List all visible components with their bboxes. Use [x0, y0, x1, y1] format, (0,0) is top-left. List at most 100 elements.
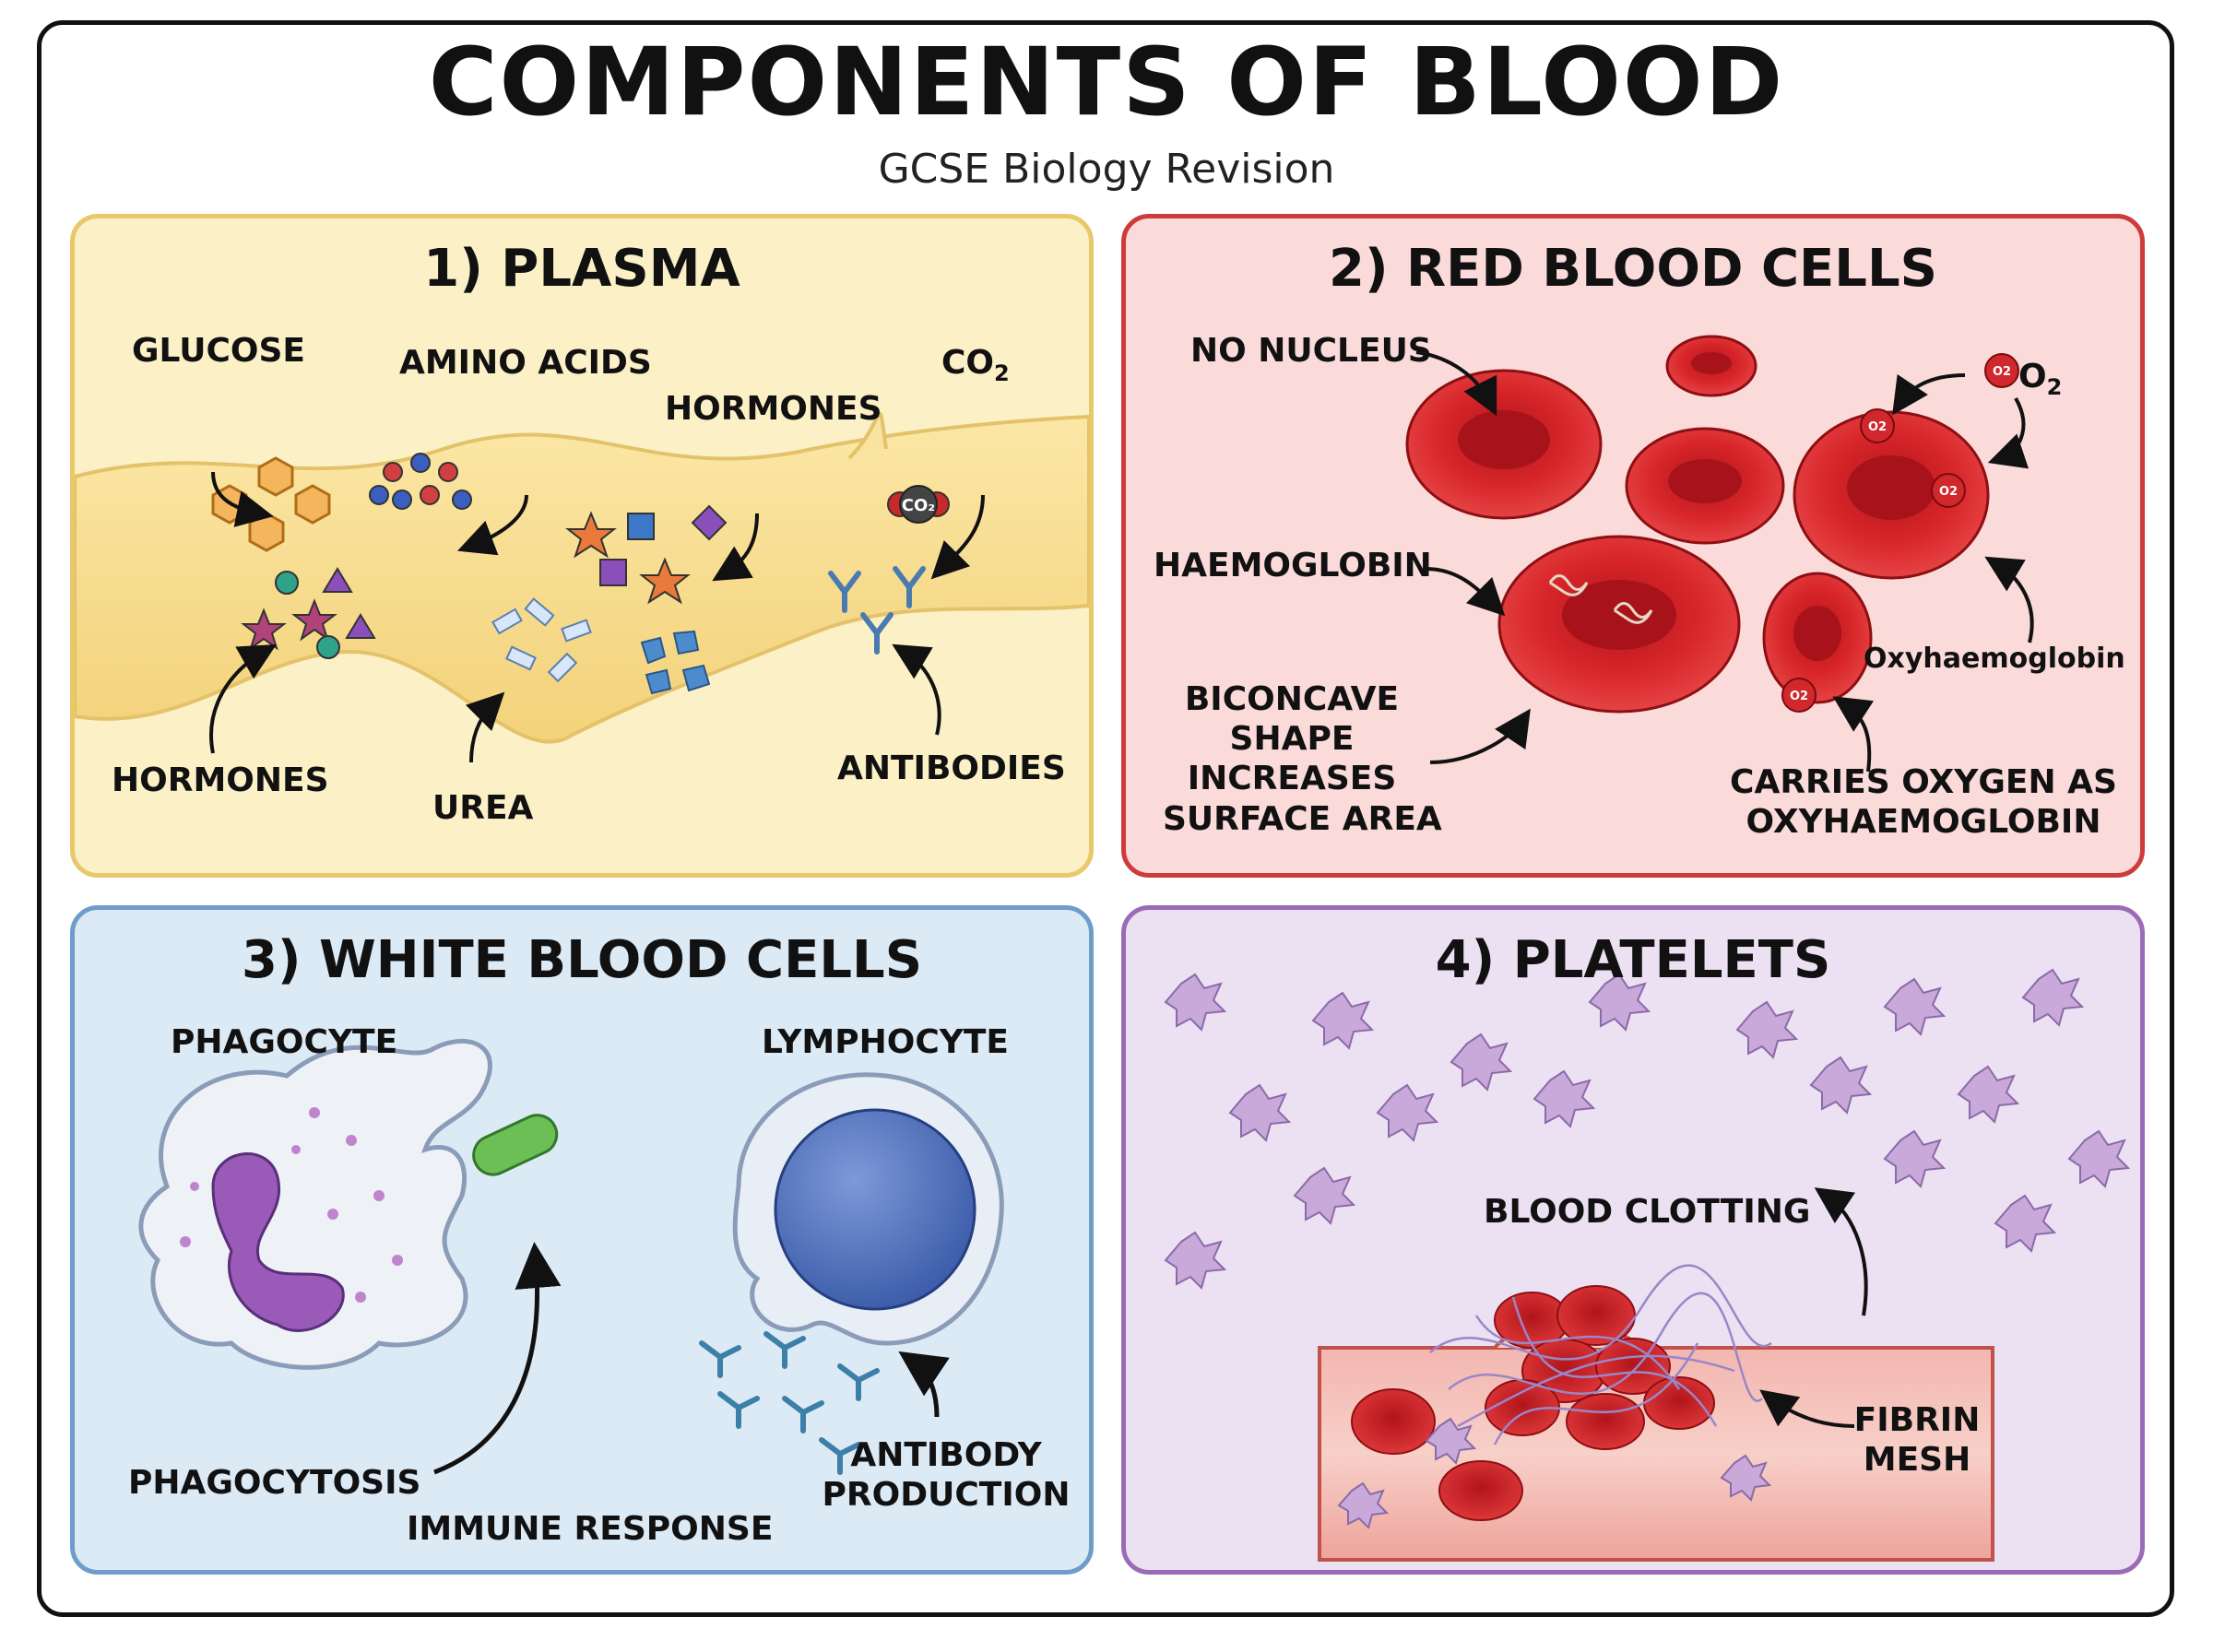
white-blood-cells-panel: 3) WHITE BLOOD CELLS PHAGOCYTE LYMPHOCYT… [70, 905, 1094, 1575]
platelets-panel: 4) PLATELETS BLOOD CLOTTING FIBRIN MESH [1121, 905, 2145, 1575]
page-subtitle: GCSE Biology Revision [878, 146, 1335, 193]
antibody-production-line: PRODUCTION [822, 1476, 1071, 1515]
fibrin-mesh-label: FIBRIN MESH [1843, 1400, 1991, 1480]
immune-response-label: IMMUNE RESPONSE [407, 1510, 774, 1548]
platelet [1809, 1056, 1873, 1115]
platelet [1588, 973, 1651, 1032]
biconcave-line: INCREASES [1187, 760, 1397, 798]
glucose-label: GLUCOSE [132, 332, 305, 370]
hormone-molecules-bottom [241, 567, 376, 659]
haemoglobin-label: HAEMOGLOBIN [1154, 547, 1432, 584]
phagocytosis-label: PHAGOCYTOSIS [128, 1464, 421, 1502]
amino-acid-molecules [369, 453, 472, 510]
hormones-label-bottom: HORMONES [112, 761, 329, 799]
hormones-label-top: HORMONES [665, 390, 882, 428]
plasma-title: 1) PLASMA [423, 239, 740, 299]
plasma-panel: CO₂ [70, 214, 1094, 878]
biconcave-line: SURFACE AREA [1163, 799, 1442, 838]
fibrin-mesh [1429, 1264, 1772, 1446]
hormone-molecules-top [565, 504, 728, 605]
platelet [1994, 1194, 2057, 1253]
o2-subscript: 2 [2046, 374, 2063, 401]
urea-label: UREA [432, 789, 534, 827]
platelet [2021, 968, 2085, 1027]
vessel-red-cells [1351, 1388, 1523, 1521]
platelet [1533, 1069, 1596, 1128]
antibody-production-line: ANTIBODY [850, 1436, 1042, 1474]
biconcave-line: SHAPE [1229, 720, 1355, 759]
platelet [1337, 1481, 1390, 1529]
co2-label: CO2 [941, 343, 1010, 387]
o2-text: O [2018, 358, 2047, 395]
phagocyte-cell [138, 1038, 492, 1370]
red-blood-cell [1762, 572, 1873, 704]
co2-text: CO [941, 344, 995, 382]
red-blood-cell [1405, 369, 1603, 520]
o2-label: O2 [2018, 357, 2062, 401]
antibody-production-label: ANTIBODY PRODUCTION [822, 1435, 1071, 1515]
o2-bubble-text: O2 [1993, 365, 2011, 379]
red-blood-cells-panel: O2 O2 O2 O2 2) RED BLOOD CELLS NO NUCLEU… [1121, 214, 2145, 878]
biconcave-label: BICONCAVE SHAPE INCREASES SURFACE AREA [1163, 679, 1442, 839]
platelet [1164, 1231, 1227, 1290]
phagocyte-label: PHAGOCYTE [171, 1023, 398, 1061]
plasma-illustration: CO₂ [75, 411, 1089, 763]
antibody-molecules [828, 566, 926, 655]
platelet-label-arrows [1759, 1187, 1868, 1428]
urea-clusters [640, 630, 711, 695]
wbc-label-arrows [433, 1242, 950, 1475]
oxygen-molecules [1781, 353, 2019, 713]
antibody-molecules [699, 1331, 880, 1475]
rbc-illustration: O2 O2 O2 O2 [1405, 335, 2034, 773]
platelet [1735, 1000, 1799, 1059]
rbc-title: 2) RED BLOOD CELLS [1328, 239, 1938, 299]
wbc-illustration [138, 1038, 1004, 1475]
platelets-illustration [1164, 968, 2131, 1562]
platelet [1228, 1083, 1292, 1142]
phagocyte-nucleus [211, 1152, 345, 1332]
platelet [2067, 1129, 2131, 1188]
plasma-label-arrows [209, 471, 985, 763]
platelet [1425, 1417, 1477, 1465]
o2-bubble-text: O2 [1939, 485, 1958, 499]
co2-molecule: CO₂ [887, 485, 950, 524]
carries-oxygen-label: CARRIES OXYGEN AS OXYHAEMOGLOBIN [1730, 762, 2117, 842]
platelet [1293, 1166, 1356, 1225]
red-blood-cell [1793, 410, 1990, 580]
red-blood-cell [1665, 335, 1757, 397]
floating-platelets [1164, 968, 2131, 1290]
platelet [1311, 991, 1375, 1050]
vessel-platelets [1337, 1417, 1772, 1529]
clot [1485, 1285, 1715, 1450]
page-title: COMPONENTS OF BLOOD [428, 28, 1785, 137]
lymphocyte-label: LYMPHOCYTE [762, 1023, 1009, 1061]
platelet [1957, 1065, 2020, 1124]
platelets-title: 4) PLATELETS [1435, 930, 1831, 990]
red-blood-cell [1625, 427, 1785, 545]
platelet [1883, 1129, 1947, 1188]
bacterium [472, 1114, 559, 1176]
urea-crystals [491, 597, 592, 683]
platelet [1720, 1454, 1772, 1502]
haemoglobin-molecules [1548, 574, 1653, 624]
wbc-title: 3) WHITE BLOOD CELLS [241, 930, 923, 990]
platelet [1376, 1083, 1439, 1142]
platelet [1883, 977, 1947, 1036]
amino-acids-label: AMINO ACIDS [399, 344, 652, 382]
red-blood-cells [1405, 335, 1990, 714]
platelet [1164, 973, 1227, 1032]
o2-bubble-text: O2 [1790, 690, 1808, 703]
antibodies-label: ANTIBODIES [837, 749, 1066, 787]
co2-subscript: 2 [994, 360, 1010, 387]
fibrin-mesh-line: FIBRIN [1853, 1401, 1981, 1439]
oxyhaemoglobin-label: Oxyhaemoglobin [1864, 643, 2125, 675]
phagocyte-granules [180, 1107, 403, 1303]
carries-oxygen-line: OXYHAEMOGLOBIN [1746, 803, 2101, 842]
o2-bubble-text: O2 [1868, 420, 1887, 434]
red-blood-cell [1497, 535, 1741, 714]
lymphocyte-nucleus [774, 1108, 976, 1311]
no-nucleus-label: NO NUCLEUS [1190, 332, 1432, 370]
svg-text:CO₂: CO₂ [902, 496, 935, 515]
fibrin-mesh-line: MESH [1863, 1441, 1971, 1480]
carries-oxygen-line: CARRIES OXYGEN AS [1730, 763, 2117, 801]
